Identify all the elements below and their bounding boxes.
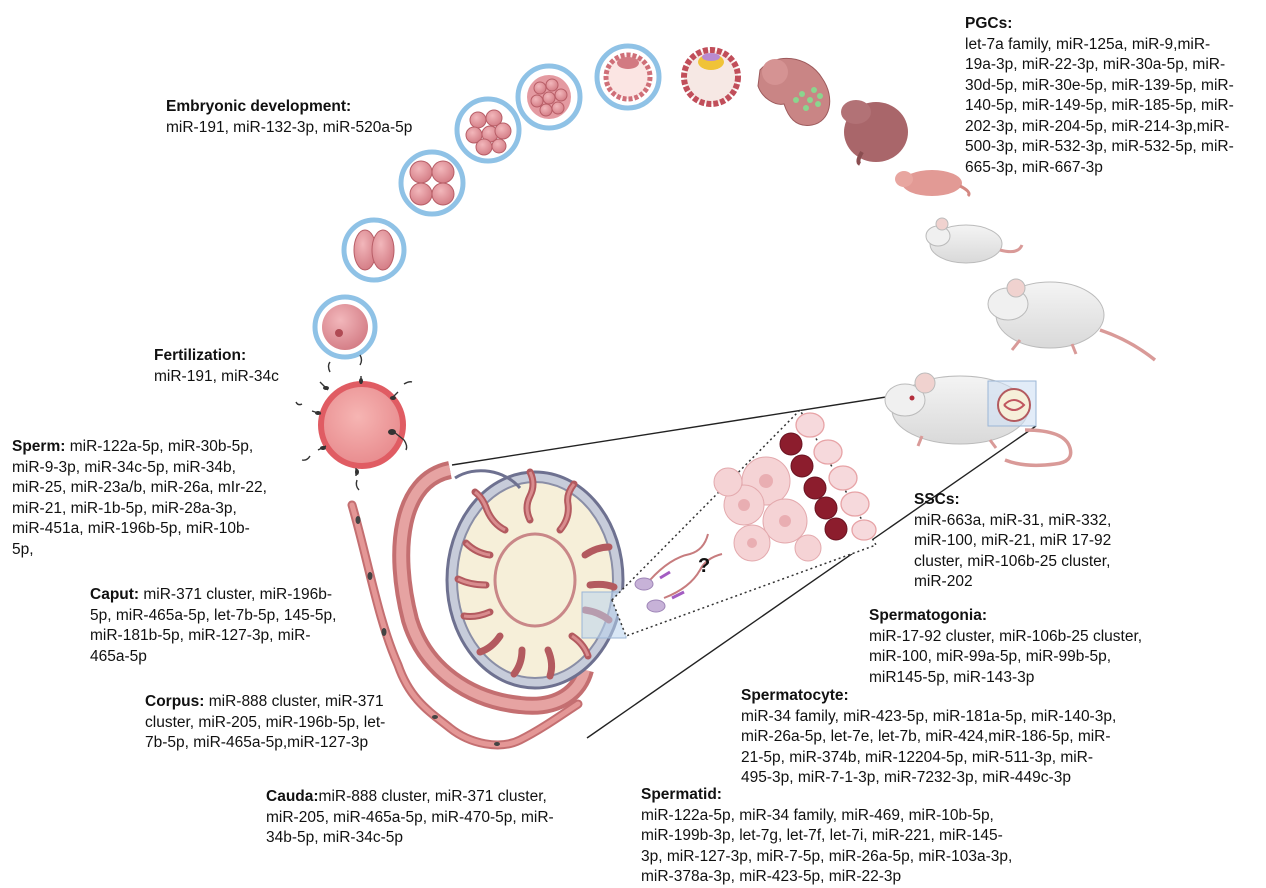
label-line: 140-5p, miR-149-5p, miR-185-5p, miR- [965, 97, 1234, 114]
question-mark: ? [698, 555, 710, 577]
label-line: 465a-5p [90, 648, 147, 665]
corpus-label: Corpus: miR-888 cluster, miR-371 cluster… [145, 692, 385, 754]
fertilization-label: Fertilization: miR-191, miR-34c [154, 346, 279, 387]
sscs-label: SSCs: miR-663a, miR-31, miR-332, miR-100… [914, 490, 1111, 593]
label-line: miR-21, miR-1b-5p, miR-28a-3p, [12, 500, 237, 517]
label-line: miR-34 family, miR-423-5p, miR-181a-5p, … [741, 708, 1116, 725]
egg-with-sperm-icon [296, 355, 412, 490]
label-line: miR-181b-5p, miR-127-3p, miR- [90, 627, 311, 644]
label-line: 495-3p, miR-7-1-3p, miR-7232-3p, miR-449… [741, 769, 1071, 786]
late-blastocyst-icon [684, 50, 738, 104]
spermatogonia-label: Spermatogonia: miR-17-92 cluster, miR-10… [869, 606, 1142, 688]
label-title: PGCs: [965, 14, 1234, 35]
label-line: miR-888 cluster, miR-371 cluster, [319, 788, 547, 805]
label-line: 500-3p, miR-532-3p, miR-532-5p, miR- [965, 138, 1234, 155]
cauda-label: Cauda:miR-888 cluster, miR-371 cluster, … [266, 787, 554, 849]
label-line: 21-5p, miR-374b, miR-12204-5p, miR-511-3… [741, 749, 1093, 766]
label-line: cluster, miR-106b-25 cluster, [914, 553, 1110, 570]
epididymis-testis-icon [352, 470, 626, 746]
label-line: miR-100, miR-21, miR 17-92 [914, 532, 1111, 549]
label-title: Sperm: [12, 438, 65, 455]
label-line: miR-191, miR-34c [154, 368, 279, 385]
mouse-with-testis-icon [885, 373, 1071, 465]
label-line: miR-888 cluster, miR-371 [204, 693, 383, 710]
adult-mouse-icon [988, 279, 1155, 360]
label-line: miR-451a, miR-196b-5p, miR-10b- [12, 520, 250, 537]
label-line: 5p, [12, 541, 34, 558]
label-line: 34b-5p, miR-34c-5p [266, 829, 403, 846]
label-title: SSCs: [914, 490, 1111, 511]
morula-icon [518, 66, 580, 128]
four-cell-embryo-icon [401, 152, 463, 214]
label-line: miR-199b-3p, let-7g, let-7f, let-7i, miR… [641, 827, 1003, 844]
label-title: Corpus: [145, 693, 204, 710]
blastocyst-icon [597, 46, 659, 108]
label-line: miR-122a-5p, miR-34 family, miR-469, miR… [641, 807, 994, 824]
label-line: 665-3p, miR-667-3p [965, 159, 1103, 176]
eight-cell-embryo-icon [457, 99, 519, 161]
label-line: miR-26a-5p, let-7e, let-7b, miR-424,miR-… [741, 728, 1111, 745]
juvenile-mouse-icon [926, 218, 1022, 263]
label-line: miR-202 [914, 573, 973, 590]
label-title: Fertilization: [154, 346, 279, 367]
label-title: Cauda: [266, 788, 319, 805]
sperm-label: Sperm: miR-122a-5p, miR-30b-5p, miR-9-3p… [12, 437, 267, 560]
caput-label: Caput: miR-371 cluster, miR-196b- 5p, mi… [90, 585, 336, 667]
label-line: 202-3p, miR-204-5p, miR-214-3p,miR- [965, 118, 1229, 135]
label-line: miR-122a-5p, miR-30b-5p, [65, 438, 253, 455]
label-line: cluster, miR-205, miR-196b-5p, let- [145, 714, 385, 731]
label-line: miR-205, miR-465a-5p, miR-470-5p, miR- [266, 809, 554, 826]
label-line: let-7a family, miR-125a, miR-9,miR- [965, 36, 1210, 53]
label-line: miR-17-92 cluster, miR-106b-25 cluster, [869, 628, 1142, 645]
label-line: 3p, miR-127-3p, miR-7-5p, miR-26a-5p, mi… [641, 848, 1012, 865]
label-line: 30d-5p, miR-30e-5p, miR-139-5p, miR- [965, 77, 1234, 94]
newborn-mouse-icon [895, 170, 969, 196]
label-line: miR-9-3p, miR-34c-5p, miR-34b, [12, 459, 236, 476]
label-title: Embryonic development: [166, 97, 412, 118]
label-title: Spermatocyte: [741, 686, 1116, 707]
label-title: Spermatogonia: [869, 606, 1142, 627]
seminiferous-tubule-zoom [612, 410, 876, 636]
label-line: miR-25, miR-23a/b, miR-26a, mIr-22, [12, 479, 267, 496]
fetus-icon [841, 100, 908, 164]
label-title: Spermatid: [641, 785, 1012, 806]
label-line: miR-100, miR-99a-5p, miR-99b-5p, [869, 648, 1111, 665]
zygote-icon [315, 297, 375, 357]
embryonic-development-label: Embryonic development: miR-191, miR-132-… [166, 97, 412, 138]
label-line: miR-378a-3p, miR-423-5p, miR-22-3p [641, 868, 901, 885]
label-title: Caput: [90, 586, 139, 603]
pgcs-label: PGCs: let-7a family, miR-125a, miR-9,miR… [965, 14, 1234, 178]
spermatid-label: Spermatid: miR-122a-5p, miR-34 family, m… [641, 785, 1012, 888]
label-line: 5p, miR-465a-5p, let-7b-5p, 145-5p, [90, 607, 336, 624]
label-line: miR-191, miR-132-3p, miR-520a-5p [166, 119, 412, 136]
two-cell-embryo-icon [344, 220, 404, 280]
embryo-icon [758, 58, 830, 125]
label-line: miR-663a, miR-31, miR-332, [914, 512, 1111, 529]
label-line: 7b-5p, miR-465a-5p,miR-127-3p [145, 734, 368, 751]
label-line: 19a-3p, miR-22-3p, miR-30a-5p, miR- [965, 56, 1225, 73]
spermatocyte-label: Spermatocyte: miR-34 family, miR-423-5p,… [741, 686, 1116, 789]
label-line: miR145-5p, miR-143-3p [869, 669, 1034, 686]
label-line: miR-371 cluster, miR-196b- [139, 586, 332, 603]
